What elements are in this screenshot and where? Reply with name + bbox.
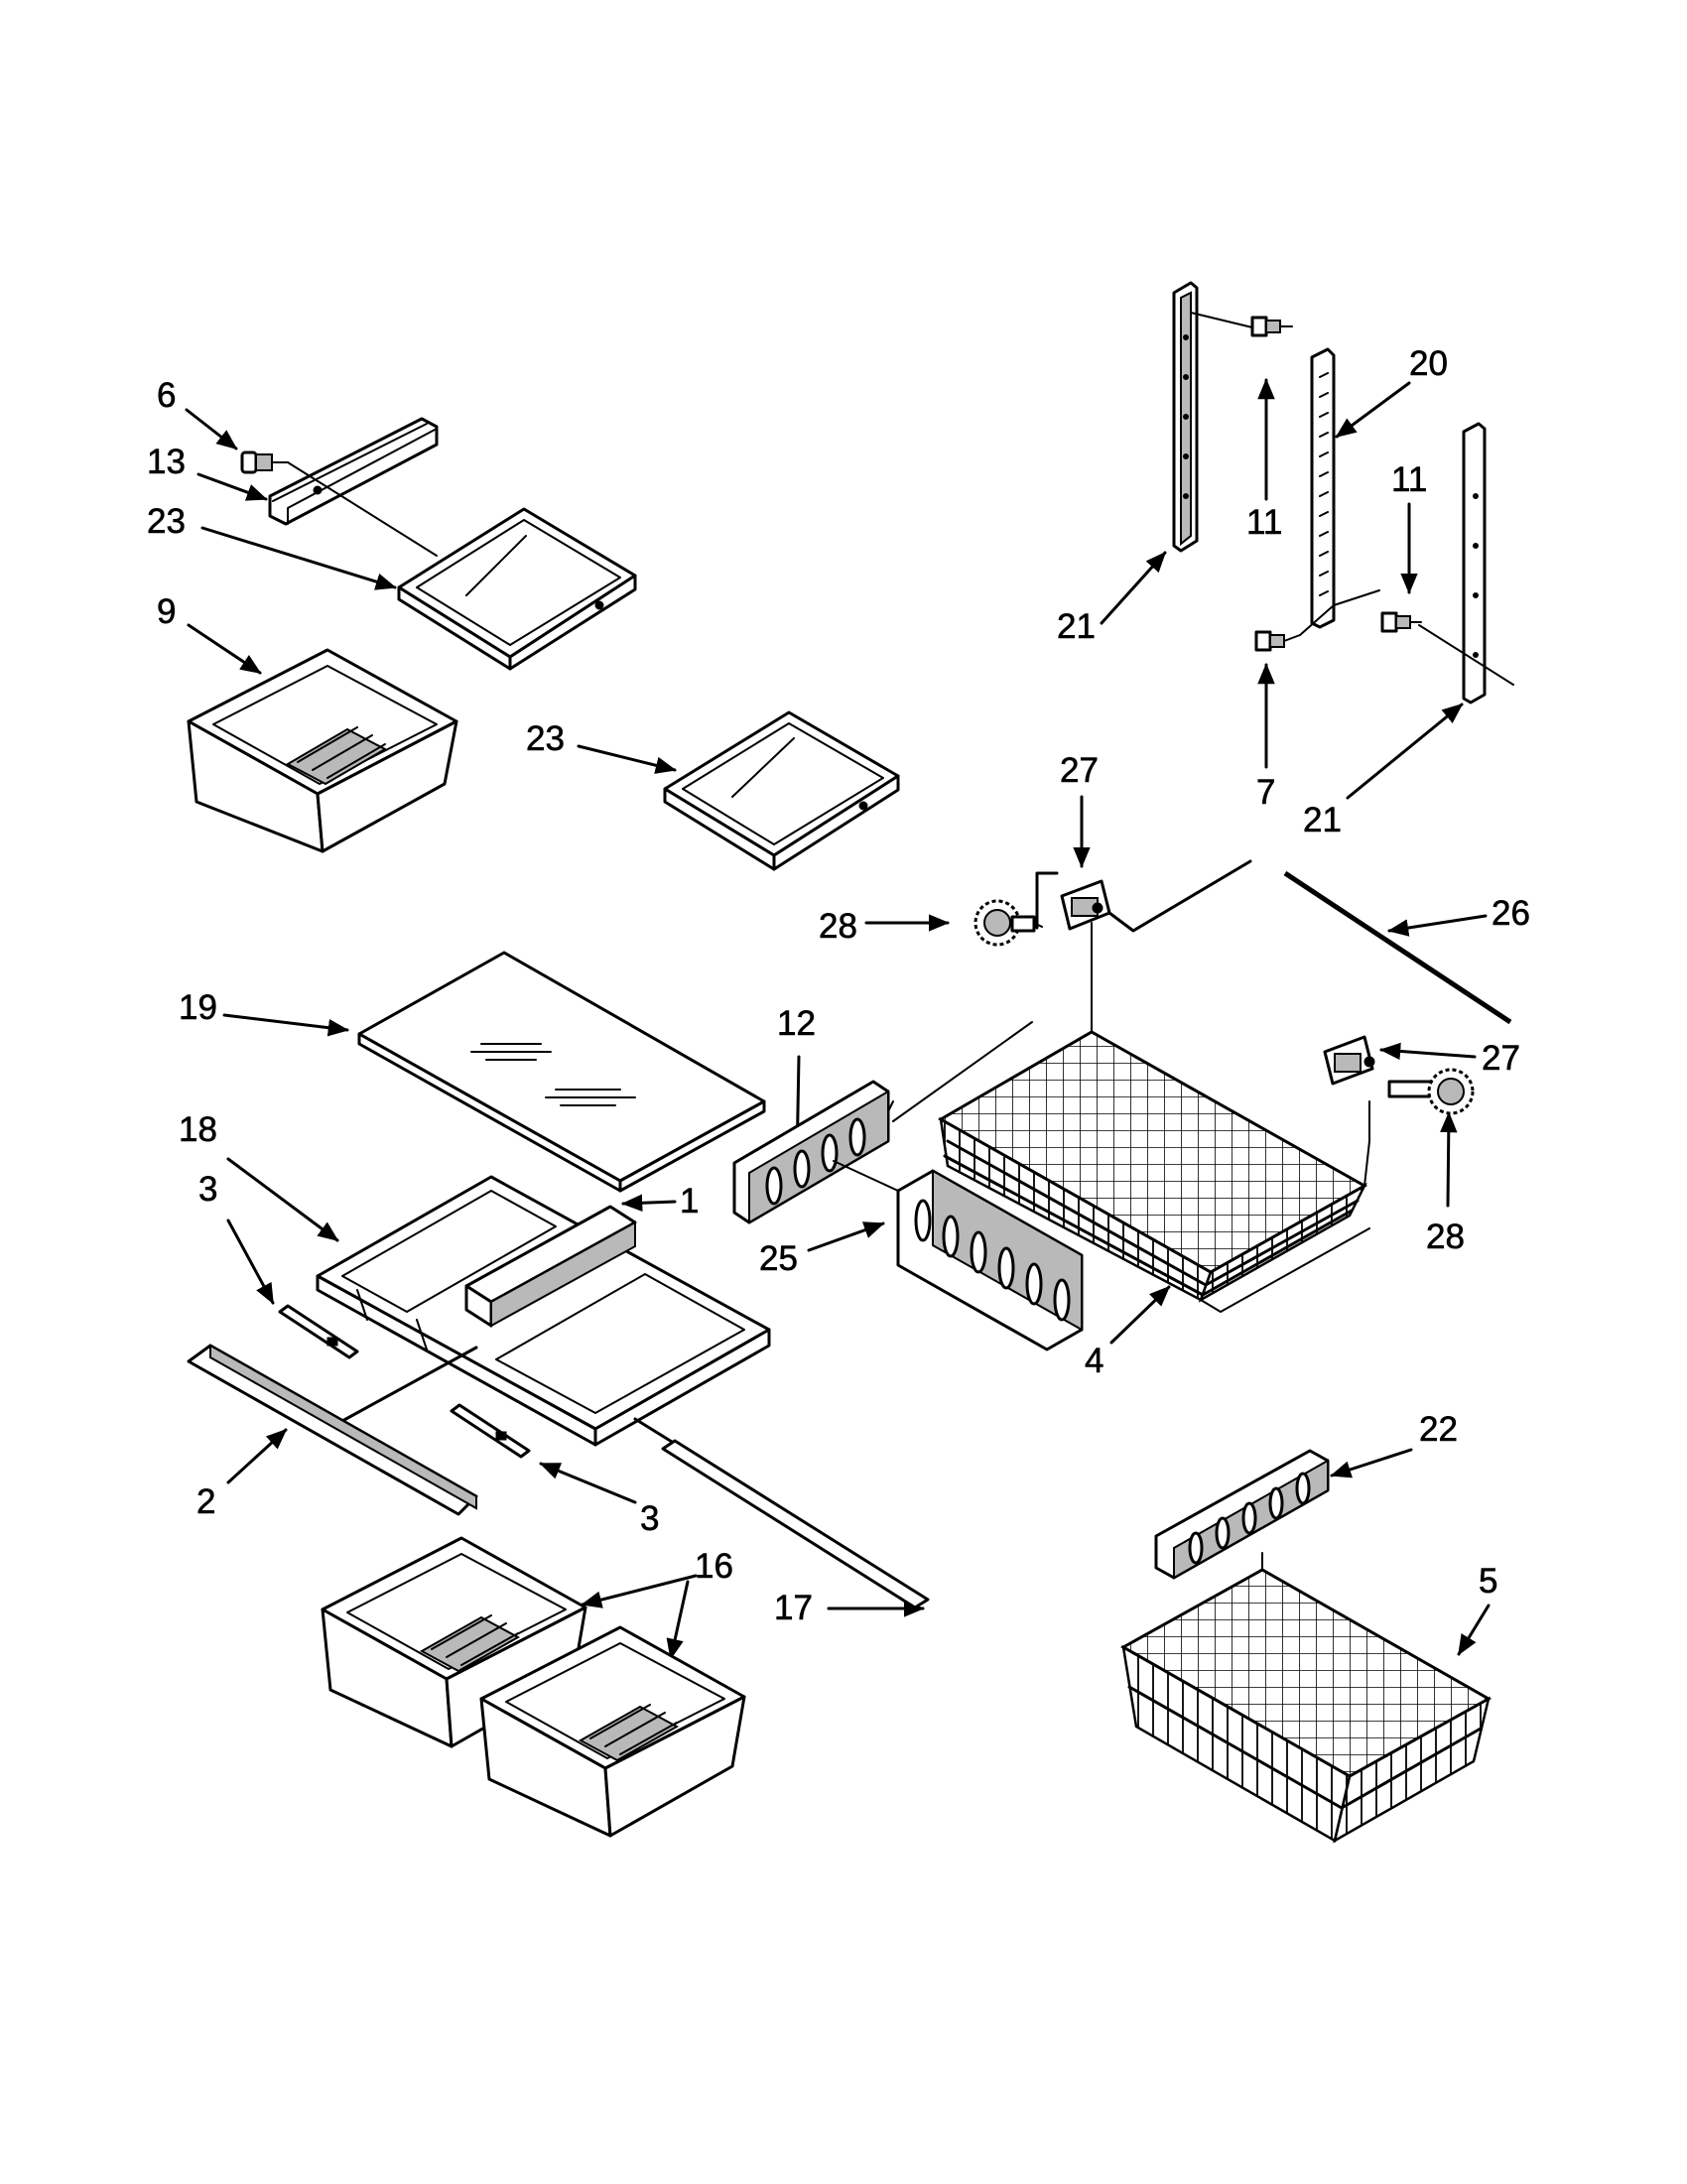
- shelf-frame-part-23-upper: [397, 507, 637, 671]
- wire-basket-part-4: [892, 922, 1370, 1313]
- callout-1: 1: [680, 1182, 699, 1220]
- callout-27-lower: 27: [1482, 1039, 1520, 1078]
- leader-arrows: [185, 378, 1491, 1660]
- callout-11-lower: 11: [1391, 460, 1427, 499]
- drawer-frame-part-18: [316, 1175, 771, 1447]
- callout-22: 22: [1419, 1410, 1458, 1449]
- shelf-frame-part-23-lower: [663, 710, 900, 871]
- rail-part-21-right: [1418, 422, 1514, 705]
- crisper-drawer-part-16-right: [479, 1625, 746, 1838]
- callout-11-upper: 11: [1246, 503, 1282, 542]
- slide-rail-part-13: [268, 417, 439, 557]
- divider-part-1: [464, 1205, 637, 1328]
- callout-5: 5: [1479, 1562, 1497, 1601]
- callout-9: 9: [157, 592, 176, 631]
- bracket-part-27-right: [1323, 1035, 1375, 1086]
- callout-3-lower: 3: [640, 1499, 659, 1538]
- callout-28-left: 28: [819, 907, 857, 946]
- rod-part-26: [1283, 870, 1512, 1025]
- screw-part-11-lower: [1380, 611, 1422, 633]
- crisper-drawer-part-9: [187, 648, 458, 853]
- callout-labels: 6 13 23 9 23 19 18 3 1 2 3 16 17 12 25 4…: [147, 344, 1531, 1628]
- gear-part-28-right: [1387, 1068, 1475, 1115]
- callout-25: 25: [759, 1239, 798, 1278]
- callout-12: 12: [777, 1004, 816, 1043]
- callout-27-upper: 27: [1060, 751, 1099, 790]
- drawer-slides: [340, 1346, 930, 1609]
- divider-panel-part-22: [1154, 1449, 1330, 1580]
- callout-2: 2: [196, 1482, 215, 1521]
- callout-23-lower: 23: [526, 719, 565, 758]
- divider-panel-part-25: [833, 1160, 1084, 1351]
- front-cover-part-2: [187, 1344, 478, 1516]
- clip-part-3-right: [450, 1403, 531, 1459]
- callout-13: 13: [147, 443, 186, 481]
- callout-19: 19: [179, 988, 217, 1027]
- callout-23-upper: 23: [147, 502, 186, 541]
- callout-28-right: 28: [1426, 1218, 1465, 1256]
- callout-16: 16: [695, 1547, 733, 1586]
- callout-7: 7: [1256, 773, 1275, 812]
- bracket-part-27-left: [1035, 859, 1252, 933]
- clip-part-3-left: [278, 1304, 359, 1359]
- callout-20: 20: [1409, 344, 1448, 383]
- callout-3-upper: 3: [198, 1170, 217, 1209]
- glass-shelf-part-19: [357, 951, 766, 1193]
- screw-part-11-upper: [1250, 316, 1293, 337]
- callout-17: 17: [774, 1589, 813, 1627]
- callout-26: 26: [1492, 894, 1530, 933]
- callout-6: 6: [157, 376, 176, 415]
- rail-part-21-left: [1172, 281, 1253, 553]
- callout-4: 4: [1085, 1342, 1103, 1380]
- callout-18: 18: [179, 1110, 217, 1149]
- screw-part-6: [240, 450, 289, 474]
- callout-21-right: 21: [1303, 801, 1342, 839]
- divider-panel-part-12: [732, 1080, 894, 1224]
- wire-basket-part-5: [1119, 1552, 1492, 1844]
- screw-part-7: [1254, 630, 1301, 652]
- callout-21-left: 21: [1057, 607, 1096, 646]
- rail-part-20: [1299, 347, 1380, 636]
- gear-part-28-left: [973, 899, 1043, 947]
